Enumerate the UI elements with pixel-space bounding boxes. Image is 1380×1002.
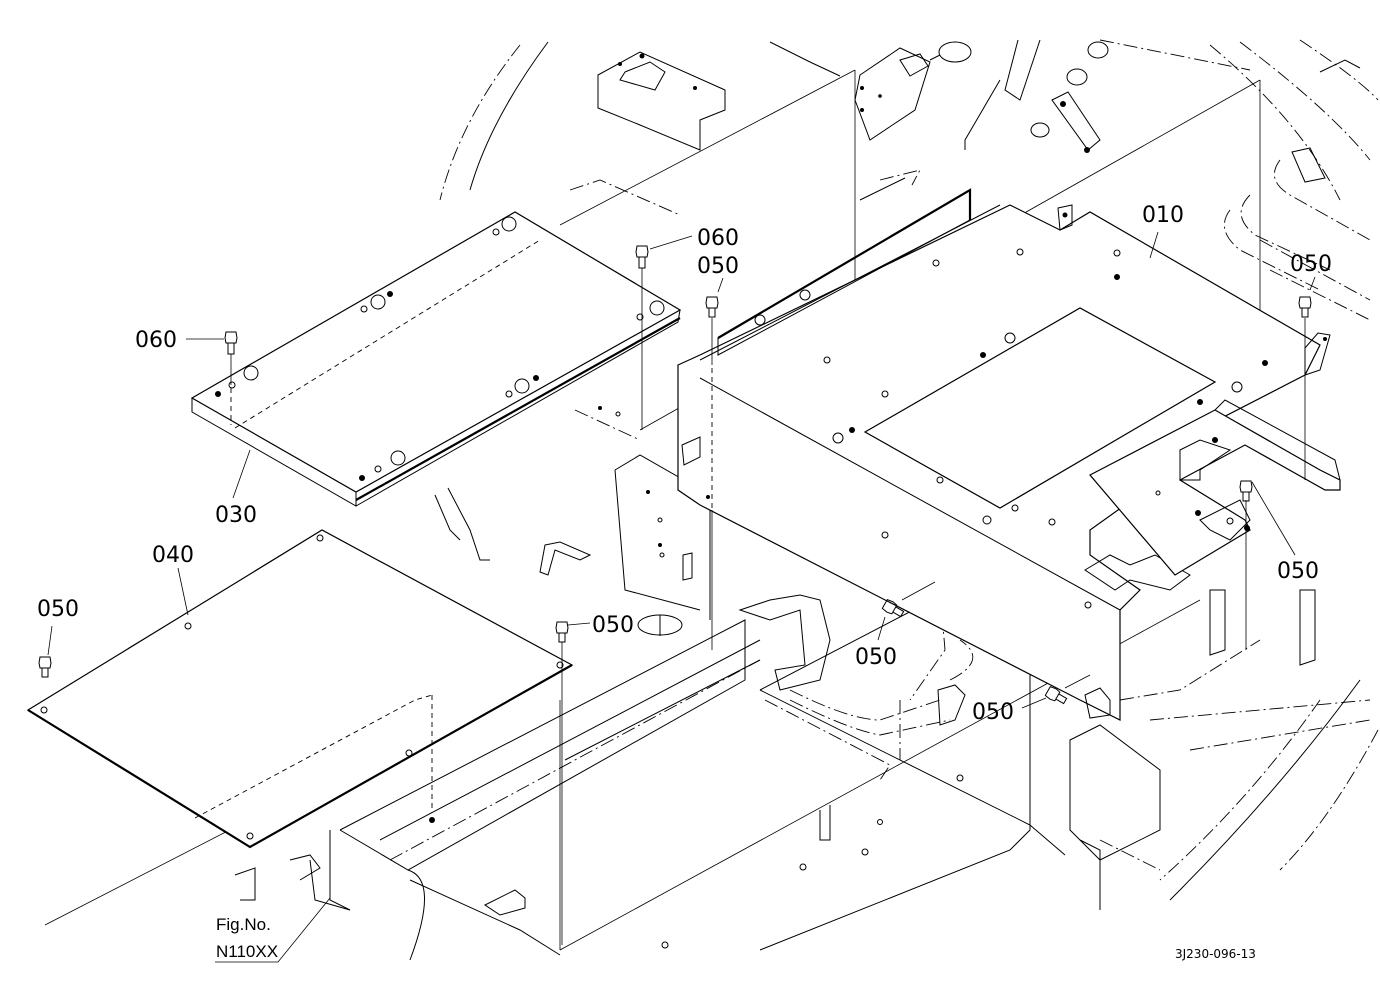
- background-structure: [44, 39, 1379, 961]
- callout-050-center: 050: [855, 645, 897, 670]
- bolt-icon: [635, 245, 649, 269]
- bolt-icon: [1239, 480, 1253, 502]
- callout-labels: 010 030 040 060 060 050 050 050 050 050 …: [37, 203, 1332, 725]
- fasteners: [38, 245, 1312, 945]
- bolt-icon: [881, 599, 905, 618]
- drawing-number: 3J230-096-13: [1175, 947, 1256, 961]
- leader-lines: [47, 231, 1316, 963]
- part-010-floor-plate: [677, 188, 1321, 721]
- bolt-icon: [224, 331, 238, 355]
- bolt-icon: [1044, 686, 1068, 705]
- callout-050-center-left: 050: [592, 613, 634, 638]
- bolt-icon: [38, 656, 52, 678]
- bracket-assembly-right: [1089, 332, 1341, 576]
- callout-010: 010: [1142, 203, 1184, 228]
- callout-060-top: 060: [697, 226, 739, 251]
- callout-030: 030: [215, 503, 257, 528]
- bolt-icon: [555, 621, 569, 643]
- fig-ref-label: Fig.No.: [216, 915, 271, 934]
- part-030-upper-cover: [190, 211, 682, 507]
- callout-050-right-bracket: 050: [1277, 559, 1319, 584]
- callout-050-left: 050: [37, 597, 79, 622]
- fig-ref-value[interactable]: N110XX: [216, 942, 278, 961]
- callout-060-left: 060: [135, 328, 177, 353]
- bolt-icon: [705, 296, 719, 318]
- figure-reference: Fig.No. N110XX: [216, 915, 278, 961]
- bolt-icon: [1298, 296, 1312, 318]
- callout-040: 040: [152, 543, 194, 568]
- part-040-lower-cover: [26, 529, 574, 849]
- callout-050-right-top: 050: [1290, 252, 1332, 277]
- callout-050-lower-right: 050: [972, 700, 1014, 725]
- callout-050-top: 050: [697, 254, 739, 279]
